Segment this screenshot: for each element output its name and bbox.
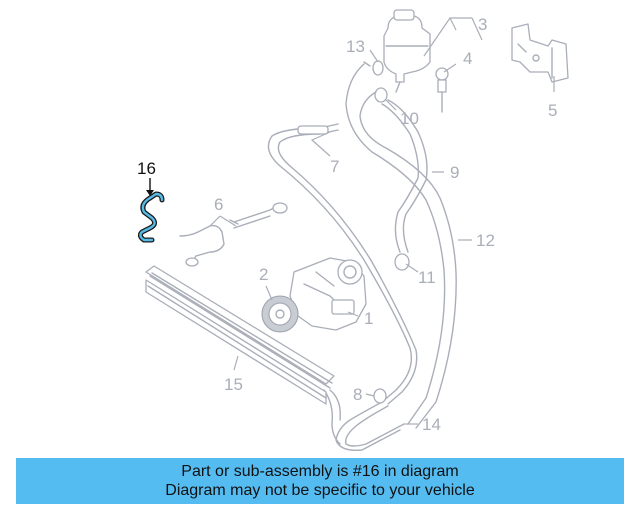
banner-line-1: Part or sub-assembly is #16 in diagram (181, 463, 459, 480)
callout-3[interactable]: 3 (478, 15, 487, 34)
callout-6[interactable]: 6 (214, 195, 223, 214)
callout-8[interactable]: 8 (353, 385, 362, 404)
return-hose-part (345, 63, 457, 429)
bracket-part (511, 23, 569, 83)
callout-leaders (146, 17, 555, 425)
callout-15[interactable]: 15 (224, 375, 243, 394)
callout-10[interactable]: 10 (400, 109, 419, 128)
fitting-11-part (394, 253, 410, 271)
pressure-hose-part (267, 123, 418, 405)
fitting-13-part (363, 60, 384, 76)
callout-16[interactable]: 16 (137, 159, 156, 178)
callout-11[interactable]: 11 (418, 268, 436, 287)
oil-cooler-part (145, 265, 335, 405)
callout-5[interactable]: 5 (548, 101, 557, 120)
callout-13[interactable]: 13 (346, 37, 365, 56)
callout-labels: 1 2 3 4 5 6 7 8 9 10 11 12 13 14 15 16 (137, 15, 557, 434)
callout-2[interactable]: 2 (259, 265, 268, 284)
line-6-part (179, 202, 288, 267)
pressure-sensor-part (435, 67, 449, 113)
callout-1[interactable]: 1 (364, 309, 373, 328)
banner-line-2: Diagram may not be specific to your vehi… (165, 482, 475, 499)
reservoir-part (383, 9, 431, 93)
callout-4[interactable]: 4 (463, 49, 472, 68)
fitting-10-part (374, 87, 388, 103)
callout-12[interactable]: 12 (476, 231, 495, 250)
callout-7[interactable]: 7 (330, 157, 339, 176)
callout-14[interactable]: 14 (422, 415, 441, 434)
cooler-line-part (323, 388, 405, 451)
power-steering-pump-part (261, 257, 367, 333)
callout-9[interactable]: 9 (450, 163, 459, 182)
info-banner: Part or sub-assembly is #16 in diagram D… (16, 458, 624, 504)
part-16-highlighted[interactable] (137, 191, 165, 243)
